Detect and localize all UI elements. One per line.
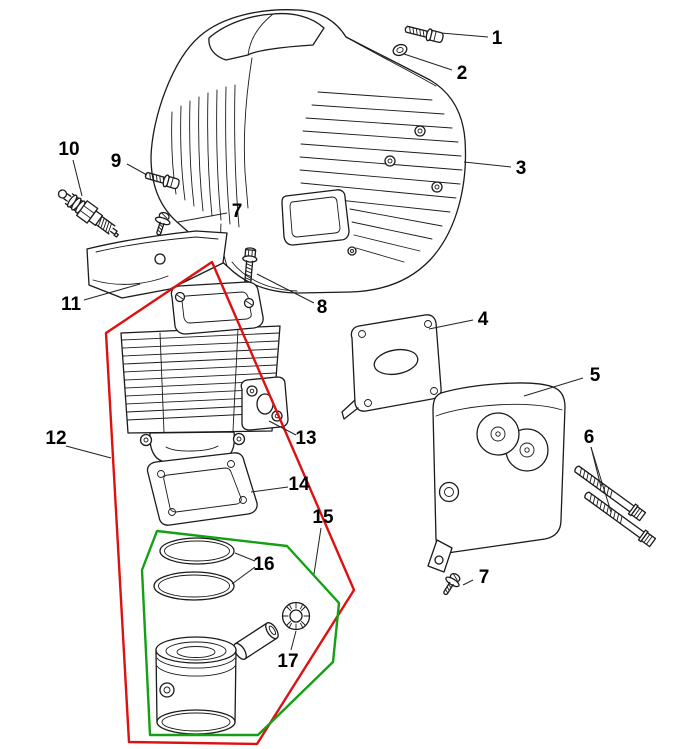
callout-label-10: 10 <box>58 139 79 160</box>
callout-label-8: 8 <box>317 297 328 318</box>
callout-label-7-lower: 7 <box>479 567 490 588</box>
cylinder-part <box>120 281 289 463</box>
base-gasket-part <box>146 452 258 526</box>
piston-part <box>155 636 237 735</box>
washer-part <box>392 43 408 57</box>
callout-label-2: 2 <box>457 63 468 84</box>
callout-label-1: 1 <box>492 28 503 49</box>
cylinder-group-outline <box>104 260 356 746</box>
callout-label-5: 5 <box>590 365 601 386</box>
callout-label-15: 15 <box>312 507 334 528</box>
callout-label-17: 17 <box>277 651 298 672</box>
callout-label-3: 3 <box>516 158 527 179</box>
engine-cover-part <box>150 9 467 294</box>
callout-labels: 1 2 3 4 5 6 7 7 8 9 10 11 12 13 14 15 16… <box>45 28 600 672</box>
spark-plug-part <box>57 189 119 238</box>
callout-label-9: 9 <box>111 151 122 172</box>
callout-label-11: 11 <box>61 294 82 315</box>
screw-upper-part <box>154 211 171 236</box>
muffler-bolt-a-part <box>574 465 647 522</box>
muffler-gasket-part <box>341 314 442 420</box>
callout-label-12: 12 <box>45 428 66 449</box>
callout-label-6: 6 <box>584 427 595 448</box>
callout-label-14: 14 <box>288 474 310 495</box>
cover-screw-part <box>144 171 180 190</box>
callout-label-7-upper: 7 <box>232 201 243 222</box>
muffler-bolt-b-part <box>584 491 657 548</box>
muffler-part <box>427 382 566 573</box>
wrist-pin-part <box>233 622 279 660</box>
piston-group-outline <box>140 529 341 737</box>
callout-label-4: 4 <box>478 309 489 330</box>
callout-label-13: 13 <box>295 428 316 449</box>
needle-bearing-part <box>281 601 311 631</box>
leader-lines <box>65 32 612 651</box>
screw-lower-part <box>443 572 461 596</box>
piston-rings-part <box>153 537 235 601</box>
callout-label-16: 16 <box>253 554 274 575</box>
flange-screw-part <box>404 25 444 44</box>
